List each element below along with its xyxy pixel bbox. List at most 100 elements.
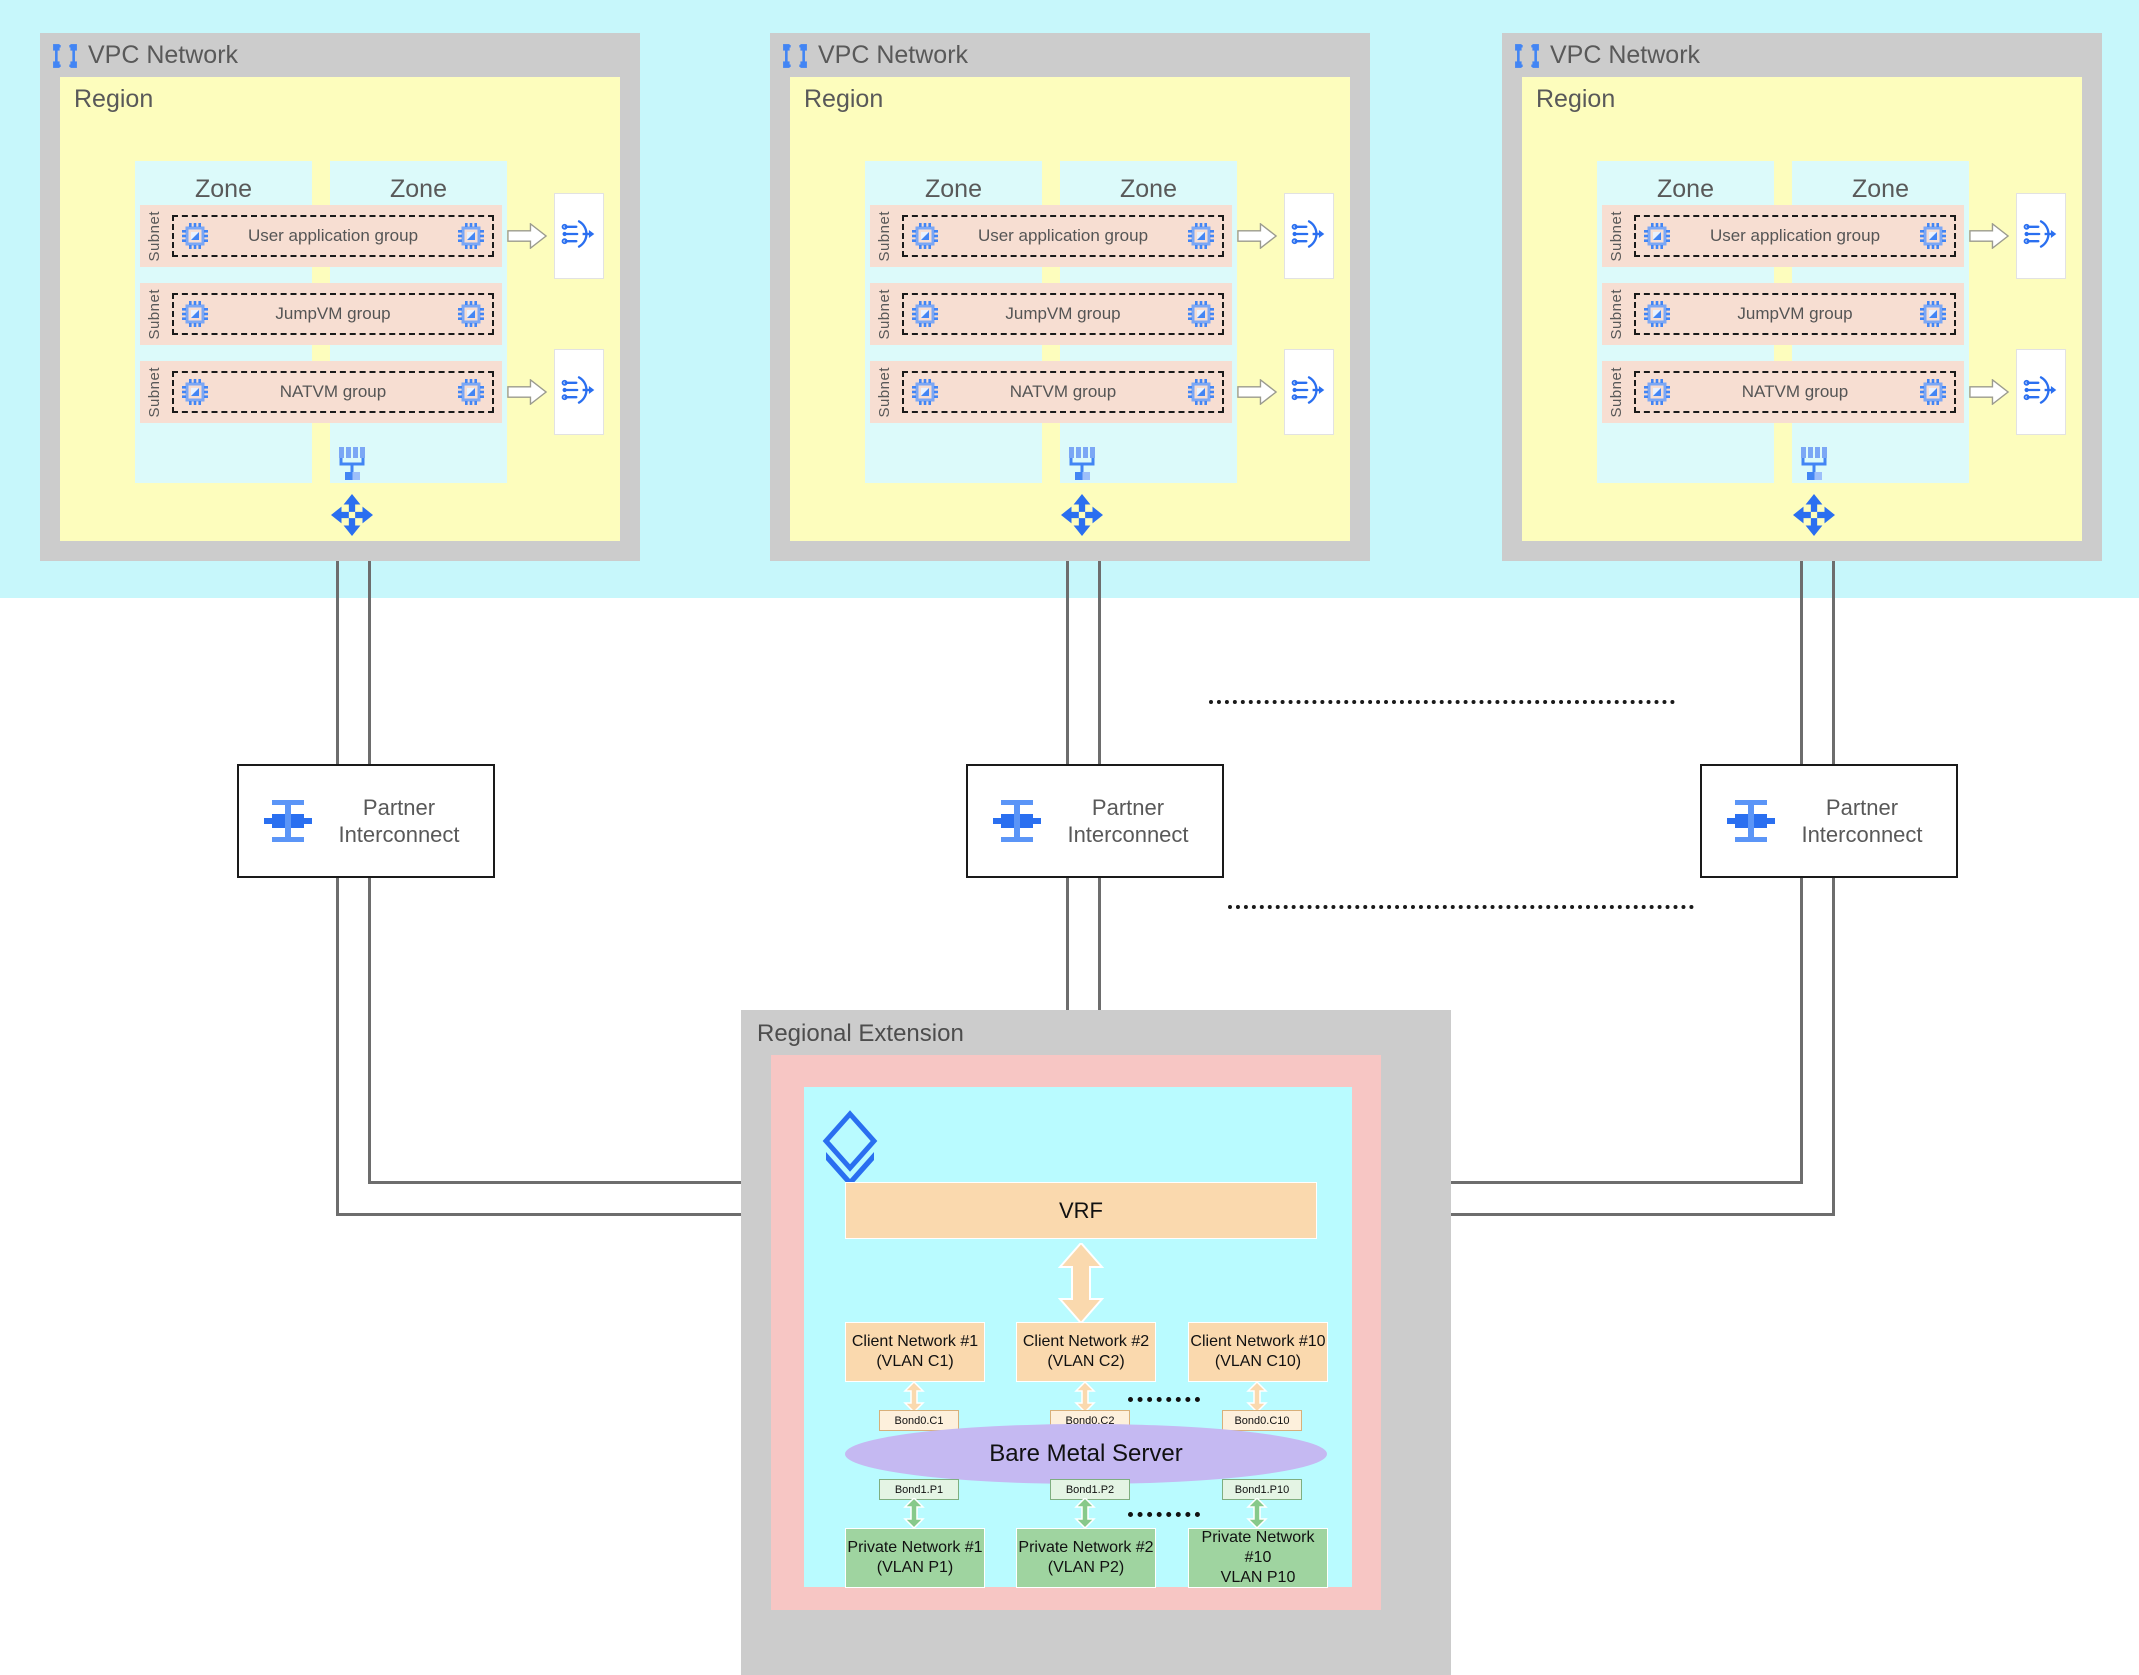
- vpc-network-icon: [781, 42, 809, 69]
- bare-metal-server-label: Bare Metal Server: [989, 1440, 1183, 1467]
- vrf-to-client-arrow: [1057, 1241, 1105, 1328]
- cloud-nat-box-3[interactable]: [554, 349, 604, 435]
- instance-group-1[interactable]: User application group: [902, 215, 1224, 257]
- vpn-gateway-icon[interactable]: [337, 445, 367, 486]
- vm-chip-icon: [1642, 299, 1672, 329]
- subnet-side-label: Subnet: [145, 366, 163, 418]
- link-vpc2-b: [1098, 520, 1101, 773]
- link-vpc3-a2: [1800, 865, 1803, 1183]
- vpn-gateway-icon[interactable]: [1799, 445, 1829, 486]
- instance-group-label: User application group: [1709, 226, 1881, 245]
- link-vpc1-b: [368, 520, 371, 773]
- cloud-router-icon[interactable]: [1061, 494, 1103, 541]
- link-vpc1-a3: [336, 1213, 851, 1216]
- instance-group-1[interactable]: User application group: [172, 215, 494, 257]
- client-network-1[interactable]: Client Network #1(VLAN C1): [845, 1322, 985, 1382]
- subnet-side-label: Subnet: [1607, 210, 1625, 262]
- cloud-nat-icon: [2023, 216, 2059, 257]
- cloud-nat-box-1[interactable]: [1284, 193, 1334, 279]
- vm-chip-icon: [910, 221, 940, 251]
- zone-label: Zone: [1120, 175, 1177, 203]
- cloud-nat-box-3[interactable]: [2016, 349, 2066, 435]
- vpc-network-title: VPC Network: [1550, 41, 1701, 69]
- vrf-box[interactable]: VRF: [845, 1182, 1317, 1239]
- nat-flow-arrow: [1968, 223, 2010, 254]
- private-network-ellipsis: [1128, 1512, 1200, 1517]
- instance-group-3[interactable]: NATVM group: [902, 371, 1224, 413]
- instance-group-label: NATVM group: [1009, 382, 1117, 401]
- client-network-2[interactable]: Client Network #2(VLAN C2): [1016, 1322, 1156, 1382]
- link-vpc1-b3: [368, 1181, 851, 1184]
- vpn-gateway-icon[interactable]: [1067, 445, 1097, 486]
- instance-group-label: User application group: [977, 226, 1149, 245]
- client-network-label: Client Network #1(VLAN C1): [851, 1333, 979, 1370]
- vm-chip-icon: [1186, 377, 1216, 407]
- private-network-label: Private Network #1(VLAN P1): [847, 1539, 983, 1576]
- region-label: Region: [74, 85, 154, 113]
- private-network-2[interactable]: Private Network #2(VLAN P2): [1016, 1528, 1156, 1588]
- cloud-router-icon[interactable]: [331, 494, 373, 541]
- subnet-side-label: Subnet: [1607, 288, 1625, 340]
- nat-flow-arrow: [1968, 379, 2010, 410]
- cloud-nat-icon: [2023, 372, 2059, 413]
- vpc-network-icon: [1513, 42, 1541, 69]
- instance-group-2[interactable]: JumpVM group: [172, 293, 494, 335]
- vm-chip-icon: [1186, 221, 1216, 251]
- bond-label-c-3: Bond0.C10: [1222, 1410, 1302, 1431]
- bare-metal-server[interactable]: Bare Metal Server: [845, 1424, 1327, 1484]
- client-network-3[interactable]: Client Network #10(VLAN C10): [1188, 1322, 1328, 1382]
- vm-chip-icon: [456, 299, 486, 329]
- link-vpc1-b2: [368, 865, 371, 1183]
- partner-interconnect-icon: [261, 794, 315, 848]
- subnet-side-label: Subnet: [1607, 366, 1625, 418]
- nat-flow-arrow: [506, 223, 548, 254]
- vm-chip-icon: [910, 299, 940, 329]
- partner-interconnect-icon: [990, 794, 1044, 848]
- cloud-nat-icon: [561, 372, 597, 413]
- zone-label: Zone: [1657, 175, 1714, 203]
- link-vpc3-b: [1832, 520, 1835, 773]
- vm-chip-icon: [910, 377, 940, 407]
- bond-label-c-1: Bond0.C1: [879, 1410, 959, 1431]
- bond-label-p-2: Bond1.P2: [1050, 1479, 1130, 1500]
- vm-chip-icon: [180, 221, 210, 251]
- link-vpc1-a2: [336, 865, 339, 1215]
- vm-chip-icon: [180, 299, 210, 329]
- instance-group-2[interactable]: JumpVM group: [902, 293, 1224, 335]
- instance-group-1[interactable]: User application group: [1634, 215, 1956, 257]
- cloud-nat-box-1[interactable]: [554, 193, 604, 279]
- cloud-nat-icon: [1291, 216, 1327, 257]
- dotted-separator-bottom: [1228, 905, 1694, 909]
- bond-label-p-3: Bond1.P10: [1222, 1479, 1302, 1500]
- regional-extension-label: Regional Extension: [757, 1020, 964, 1047]
- instance-group-label: JumpVM group: [1005, 304, 1121, 323]
- instance-group-3[interactable]: NATVM group: [172, 371, 494, 413]
- cloud-nat-box-1[interactable]: [2016, 193, 2066, 279]
- cloud-router-icon[interactable]: [1793, 494, 1835, 541]
- link-vpc2-a: [1066, 520, 1069, 773]
- instance-group-3[interactable]: NATVM group: [1634, 371, 1956, 413]
- nat-flow-arrow: [506, 379, 548, 410]
- instance-group-2[interactable]: JumpVM group: [1634, 293, 1956, 335]
- subnet-side-label: Subnet: [145, 288, 163, 340]
- instance-group-label: NATVM group: [279, 382, 387, 401]
- cloud-nat-box-3[interactable]: [1284, 349, 1334, 435]
- vpc-network-title: VPC Network: [88, 41, 239, 69]
- private-network-1[interactable]: Private Network #1(VLAN P1): [845, 1528, 985, 1588]
- region-label: Region: [1536, 85, 1616, 113]
- bond-label-p-1: Bond1.P1: [879, 1479, 959, 1500]
- link-vpc3-a3: [1312, 1181, 1803, 1184]
- vm-chip-icon: [1186, 299, 1216, 329]
